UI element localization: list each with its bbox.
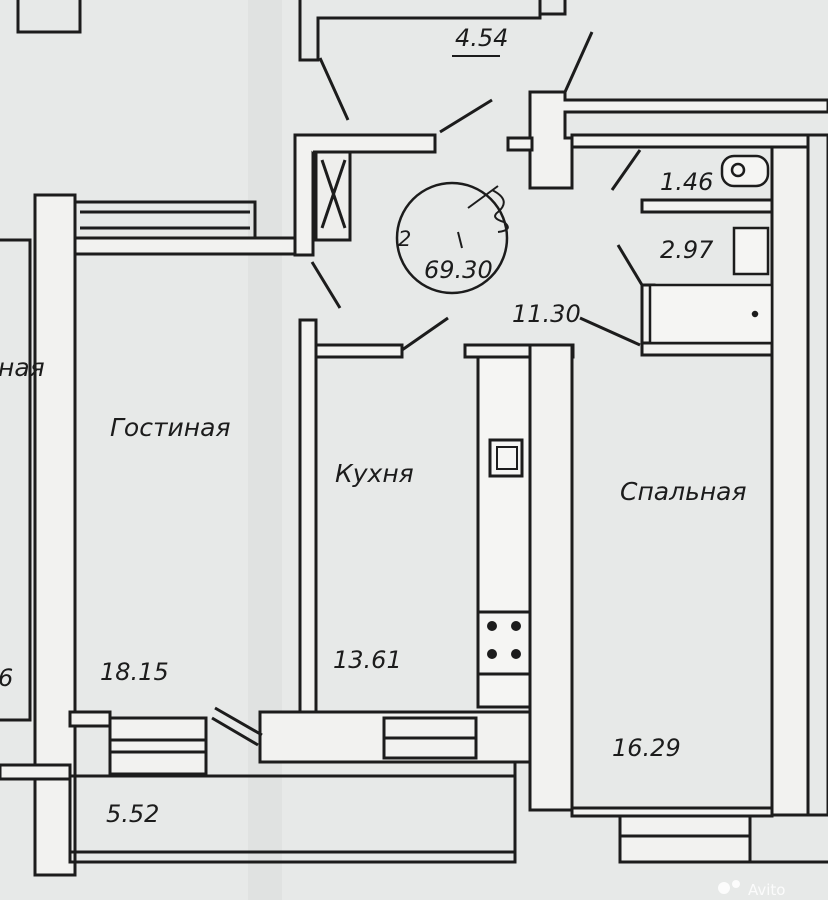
wall-far-right <box>806 133 828 817</box>
room-area-living: 18.15 <box>100 658 169 686</box>
walls <box>0 0 828 877</box>
kitchen-stove <box>476 610 532 676</box>
stove-burner <box>487 621 497 631</box>
room-area-kitchen: 13.61 <box>333 646 402 674</box>
wall-top-left-fragment <box>16 0 82 34</box>
room-area-bedroom: 16.29 <box>612 734 681 762</box>
room-area-hall: 11.30 <box>512 300 581 328</box>
sink-fixture <box>732 226 770 276</box>
wall-kitchen-left <box>298 318 318 717</box>
room-name-kitchen: Кухня <box>335 459 414 488</box>
apartment-rooms-count: 2 <box>398 227 411 251</box>
room-labels: Гостиная 18.15 Кухня 13.61 Спальная 16.2… <box>0 24 747 828</box>
room-area-left-partial: 6 <box>0 664 13 692</box>
room-name-left-partial: ная <box>0 353 45 382</box>
wall-kitchen-top <box>314 343 404 359</box>
wall-top-right-stub <box>538 0 567 16</box>
watermark-logo-icon <box>732 880 740 888</box>
watermark: Avito <box>718 880 786 899</box>
window-living-bottom <box>108 716 208 776</box>
wall-kitchen-bedroom <box>528 343 574 812</box>
wall-hall-upper <box>293 133 315 257</box>
room-area-balcony: 5.52 <box>106 800 159 828</box>
wall-left-partial <box>0 238 32 722</box>
marker-tick <box>457 231 463 249</box>
bathtub <box>648 283 774 345</box>
room-area-corridor-top: 4.54 <box>455 24 508 52</box>
wall-left-lower <box>0 763 72 781</box>
wall-toilet-bottom <box>640 198 774 214</box>
fixtures <box>648 154 774 345</box>
apartment-total-area: 69.30 <box>424 256 493 284</box>
stove-burner <box>511 621 521 631</box>
watermark-logo-icon <box>718 882 730 894</box>
toilet-bowl <box>730 162 746 178</box>
shaft-cross <box>320 159 347 229</box>
wall-bedroom-bottom <box>570 806 774 818</box>
door-swing <box>579 316 641 347</box>
wall-central-column <box>528 90 828 190</box>
wall-living-top-inner <box>73 236 305 256</box>
wall-door-stub <box>506 136 534 152</box>
room-area-bathroom: 2.97 <box>660 236 714 264</box>
door-swing <box>310 261 342 309</box>
watermark-text: Avito <box>748 881 786 899</box>
room-name-bedroom: Спальная <box>620 477 747 506</box>
wall-left-vertical <box>33 193 77 877</box>
room-name-living: Гостиная <box>110 413 230 442</box>
door-swing <box>318 57 350 121</box>
wall-bath-top <box>570 133 810 149</box>
apartment-marker: 2 69.30 <box>395 181 509 295</box>
door-swings <box>211 31 644 747</box>
apartment-marker-circle <box>395 181 509 295</box>
door-swing <box>616 244 644 286</box>
window-living-top <box>73 200 257 240</box>
kitchen-sink-inner <box>496 446 518 470</box>
door-swing <box>563 31 594 93</box>
door-swing <box>610 149 642 191</box>
marker-scribble <box>467 185 509 233</box>
stove-burner <box>511 649 521 659</box>
scan-band <box>248 0 282 900</box>
door-swing <box>439 98 493 134</box>
wall-bath-bottom-horizontal <box>640 341 774 357</box>
wall-bath-right <box>770 133 810 817</box>
wall-living-bottom <box>68 710 112 728</box>
bathtub-drain <box>751 310 759 318</box>
stove-burner <box>487 649 497 659</box>
room-area-toilet: 1.46 <box>660 168 713 196</box>
door-swing <box>401 316 449 352</box>
door-swing <box>214 706 263 737</box>
wall-hall-top <box>295 133 437 154</box>
door-swing <box>211 716 259 747</box>
